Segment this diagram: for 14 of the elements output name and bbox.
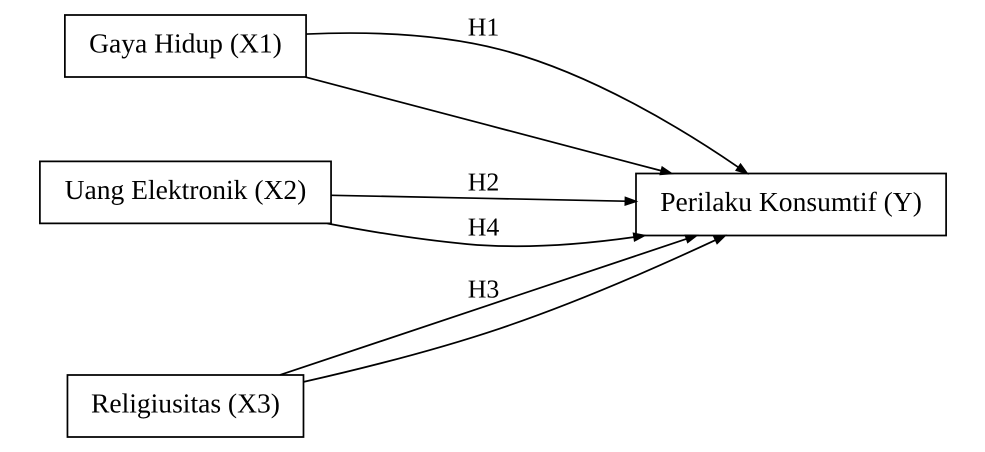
edge-label: H4 (467, 212, 499, 242)
node-box: Gaya Hidup (X1) (64, 14, 306, 78)
node-box: Religiusitas (X3) (66, 374, 304, 438)
arrow (279, 234, 698, 376)
edge-label: H3 (467, 274, 499, 304)
arrow (302, 234, 727, 383)
edge-label: H1 (467, 12, 499, 42)
arrow (306, 32, 749, 175)
node-box: Uang Elektronik (X2) (38, 160, 332, 224)
arrow (304, 76, 674, 176)
edge-label: H2 (467, 168, 499, 197)
node-box: Perilaku Konsumtif (Y) (634, 172, 946, 236)
arrow (326, 222, 646, 248)
arrow (330, 194, 638, 206)
